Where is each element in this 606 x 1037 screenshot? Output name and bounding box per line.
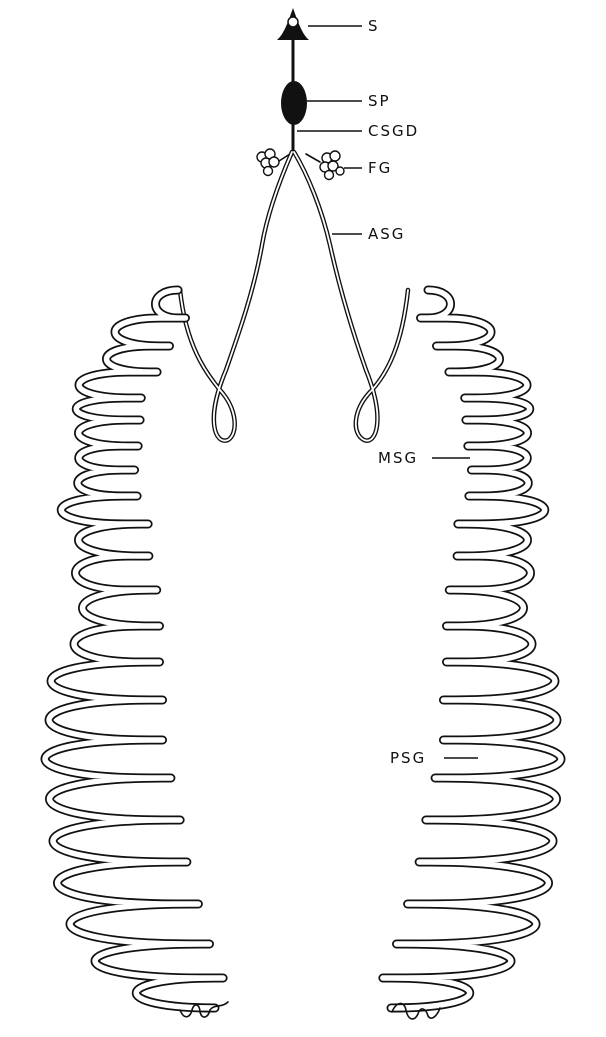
silk-press — [281, 81, 307, 125]
label-psg: PSG — [390, 749, 426, 767]
label-csgd: CSGD — [368, 122, 419, 140]
left-middle-posterior-silk-gland — [45, 290, 223, 1008]
label-msg: MSG — [378, 449, 418, 467]
filippi-gland-left — [257, 149, 279, 176]
label-s: S — [368, 17, 380, 35]
right-middle-posterior-silk-gland — [383, 290, 561, 1008]
label-asg: ASG — [368, 225, 405, 243]
filippi-gland-right — [320, 151, 344, 180]
anterior-silk-gland — [180, 152, 408, 441]
label-fg: FG — [368, 159, 392, 177]
spinneret — [277, 8, 309, 40]
label-sp: SP — [368, 92, 391, 110]
